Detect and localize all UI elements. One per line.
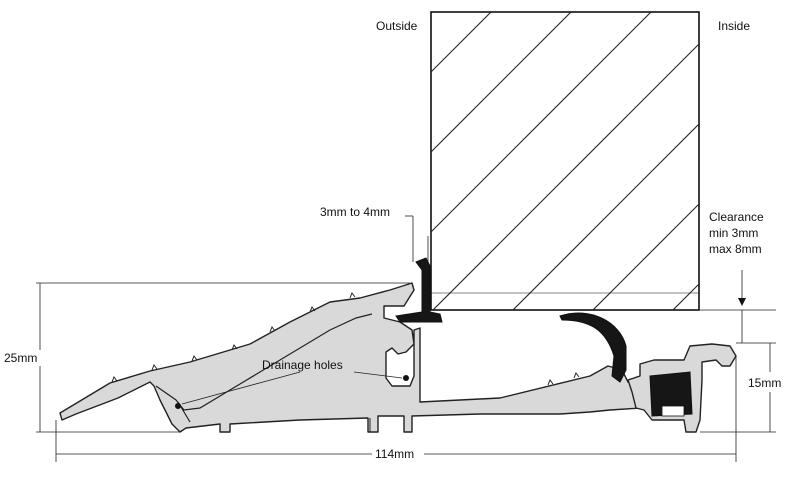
drainage-hole-right bbox=[403, 375, 409, 381]
door-weather-seal bbox=[395, 257, 443, 323]
dim-114mm bbox=[55, 356, 737, 462]
label-15mm: 15mm bbox=[748, 376, 781, 390]
label-clearance-2: min 3mm bbox=[709, 226, 758, 240]
label-gap: 3mm to 4mm bbox=[320, 205, 390, 219]
label-inside: Inside bbox=[718, 19, 750, 33]
dim-gap bbox=[405, 215, 429, 262]
label-drainage: Drainage holes bbox=[262, 358, 343, 372]
door-leaf bbox=[430, 11, 700, 311]
drainage-leader-left bbox=[181, 371, 301, 405]
flipper-seal bbox=[559, 312, 627, 383]
drainage-leader-right bbox=[353, 371, 403, 379]
dim-15mm bbox=[700, 342, 776, 433]
dim-clearance bbox=[699, 270, 776, 343]
label-114mm: 114mm bbox=[375, 447, 414, 461]
label-clearance-3: max 8mm bbox=[709, 242, 762, 256]
dim-25mm bbox=[36, 282, 410, 433]
label-clearance-1: Clearance bbox=[709, 210, 764, 224]
threshold-profile bbox=[59, 282, 641, 433]
drainage-hole-left bbox=[175, 403, 181, 409]
label-25mm: 25mm bbox=[4, 351, 37, 365]
door-hatching bbox=[431, 12, 699, 310]
label-outside: Outside bbox=[376, 19, 418, 33]
brush-seal bbox=[649, 371, 693, 417]
seal-carrier-profile bbox=[627, 343, 737, 433]
